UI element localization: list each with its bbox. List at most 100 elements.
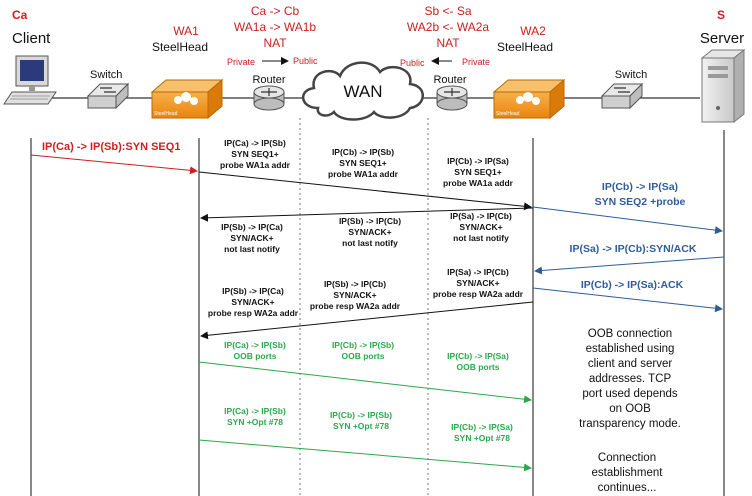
arrow-synack-notify-wa2-wa1 — [200, 207, 534, 222]
svg-text:IP(Cb) -> IP(Sa): IP(Cb) -> IP(Sa) — [451, 422, 513, 432]
svg-text:continues...: continues... — [598, 482, 657, 494]
svg-text:IP(Sb) -> IP(Cb): IP(Sb) -> IP(Cb) — [339, 216, 401, 226]
svg-text:IP(Cb) -> IP(Sb): IP(Cb) -> IP(Sb) — [332, 340, 394, 350]
svg-text:SYN SEQ1+: SYN SEQ1+ — [454, 167, 502, 177]
svg-text:OOB ports: OOB ports — [457, 362, 500, 372]
svg-text:SYN/ACK+: SYN/ACK+ — [459, 222, 502, 232]
svg-text:IP(Sb) -> IP(Ca): IP(Sb) -> IP(Ca) — [221, 222, 283, 232]
switch-left-icon — [86, 82, 130, 110]
nat-left-private: Private — [227, 57, 255, 67]
arrow-syn-wa2-server — [532, 206, 723, 235]
nat-right-line3: NAT — [436, 36, 460, 50]
s-tag: S — [717, 8, 725, 22]
svg-text:probe resp WA2a addr: probe resp WA2a addr — [310, 301, 401, 311]
svg-text:SteelHead: SteelHead — [154, 111, 178, 117]
ca-tag: Ca — [12, 8, 28, 22]
router-left-label: Router — [252, 74, 285, 86]
svg-text:not last notify: not last notify — [224, 244, 280, 254]
svg-text:SYN SEQ1+: SYN SEQ1+ — [339, 158, 387, 168]
nat-right-private: Private — [462, 57, 490, 67]
svg-text:SYN +Opt #78: SYN +Opt #78 — [227, 417, 283, 427]
svg-text:IP(Sb) -> IP(Cb): IP(Sb) -> IP(Cb) — [324, 279, 386, 289]
svg-text:probe resp WA2a addr: probe resp WA2a addr — [433, 289, 524, 299]
svg-text:establishment: establishment — [592, 467, 664, 479]
steelhead-wa1-icon: SteelHead — [150, 78, 224, 120]
svg-text:transparency mode.: transparency mode. — [579, 418, 681, 430]
svg-text:SYN +Opt #78: SYN +Opt #78 — [454, 433, 510, 443]
svg-text:IP(Cb) -> IP(Sa): IP(Cb) -> IP(Sa) — [602, 181, 678, 193]
svg-text:IP(Cb) -> IP(Sa): IP(Cb) -> IP(Sa) — [447, 156, 509, 166]
router-left-icon — [253, 85, 285, 111]
svg-text:IP(Cb) -> IP(Sb): IP(Cb) -> IP(Sb) — [330, 410, 392, 420]
switch-left-label: Switch — [90, 69, 122, 81]
svg-text:SYN SEQ1+: SYN SEQ1+ — [231, 149, 279, 159]
arrow-syn-wa1-wa2 — [198, 171, 532, 211]
svg-text:SYN/ACK+: SYN/ACK+ — [348, 227, 391, 237]
svg-text:IP(Sa) -> IP(Cb):SYN/ACK: IP(Sa) -> IP(Cb):SYN/ACK — [570, 243, 697, 255]
svg-text:on OOB: on OOB — [609, 403, 651, 415]
svg-text:IP(Sb) -> IP(Ca): IP(Sb) -> IP(Ca) — [222, 286, 284, 296]
svg-text:addresses. TCP: addresses. TCP — [589, 373, 672, 385]
svg-text:SYN/ACK+: SYN/ACK+ — [456, 278, 499, 288]
message-labels: IP(Ca) -> IP(Sb):SYN SEQ1 IP(Ca) -> IP(S… — [42, 138, 697, 443]
steelhead-wa2-icon: SteelHead — [492, 78, 566, 120]
svg-text:IP(Ca) -> IP(Sb): IP(Ca) -> IP(Sb) — [224, 406, 286, 416]
svg-text:OOB ports: OOB ports — [234, 351, 277, 361]
arrow-syn-client-wa1 — [30, 154, 198, 175]
message-arrows — [30, 154, 725, 472]
nat-left-line1: Ca -> Cb — [251, 4, 300, 18]
nat-right-line2: WA2b <- WA2a — [407, 20, 489, 34]
svg-text:SYN/ACK+: SYN/ACK+ — [230, 233, 273, 243]
svg-text:SYN/ACK+: SYN/ACK+ — [333, 290, 376, 300]
svg-text:IP(Sa) -> IP(Cb): IP(Sa) -> IP(Cb) — [447, 267, 509, 277]
arrow-syn-opt78 — [198, 439, 532, 472]
arrow-synack-server-wa2 — [534, 256, 725, 275]
arrow-synack-probe-wa2-wa1 — [200, 301, 534, 340]
svg-text:IP(Cb) -> IP(Sb): IP(Cb) -> IP(Sb) — [332, 147, 394, 157]
nat-left-line3: NAT — [263, 36, 287, 50]
switch-right-label: Switch — [615, 69, 647, 81]
nat-right-line1: Sb <- Sa — [424, 4, 471, 18]
svg-text:not last notify: not last notify — [342, 238, 398, 248]
wa1-tag: WA1 — [173, 24, 199, 38]
server-icon — [700, 48, 746, 124]
wa2-tag: WA2 — [520, 24, 546, 38]
svg-text:IP(Ca) -> IP(Sb): IP(Ca) -> IP(Sb) — [224, 138, 286, 148]
svg-text:SYN +Opt #78: SYN +Opt #78 — [333, 421, 389, 431]
svg-text:OOB ports: OOB ports — [342, 351, 385, 361]
lifelines — [30, 118, 725, 496]
svg-text:probe WA1a addr: probe WA1a addr — [220, 160, 291, 170]
svg-text:not last notify: not last notify — [453, 233, 509, 243]
nat-right-public: Public — [400, 58, 425, 68]
svg-text:OOB connection: OOB connection — [588, 328, 672, 340]
svg-text:SteelHead: SteelHead — [496, 111, 520, 117]
wan-label: WAN — [343, 82, 382, 101]
router-right-label: Router — [433, 74, 466, 86]
svg-text:probe resp WA2a addr: probe resp WA2a addr — [208, 308, 299, 318]
nat-left-public: Public — [293, 56, 318, 66]
svg-text:IP(Ca) -> IP(Sb): IP(Ca) -> IP(Sb) — [224, 340, 286, 350]
svg-text:SYN SEQ2 +probe: SYN SEQ2 +probe — [595, 196, 686, 208]
arrow-ack-wa2-server — [532, 287, 723, 313]
svg-text:client and server: client and server — [588, 358, 673, 370]
svg-text:IP(Cb) -> IP(Sa): IP(Cb) -> IP(Sa) — [447, 351, 509, 361]
msg-syn-seq1: IP(Ca) -> IP(Sb):SYN SEQ1 — [42, 141, 180, 153]
switch-right-icon — [600, 82, 644, 110]
client-computer-icon — [3, 55, 57, 105]
router-right-icon — [436, 85, 468, 111]
svg-text:SYN/ACK+: SYN/ACK+ — [231, 297, 274, 307]
svg-text:probe WA1a addr: probe WA1a addr — [328, 169, 399, 179]
svg-text:IP(Cb) -> IP(Sa):ACK: IP(Cb) -> IP(Sa):ACK — [581, 279, 684, 291]
wa1-label: SteelHead — [152, 40, 208, 54]
svg-text:IP(Sa) -> IP(Cb): IP(Sa) -> IP(Cb) — [450, 211, 512, 221]
header-labels: Ca Client Switch WA1 SteelHead Router WA… — [12, 4, 744, 101]
oob-note: OOB connection established using client … — [579, 328, 681, 430]
svg-text:established using: established using — [586, 343, 675, 355]
continue-note: Connection establishment continues... — [592, 452, 664, 494]
svg-text:probe WA1a addr: probe WA1a addr — [443, 178, 514, 188]
arrow-oob-ports — [198, 361, 532, 404]
wa2-label: SteelHead — [497, 40, 553, 54]
svg-text:port used depends: port used depends — [582, 388, 678, 400]
